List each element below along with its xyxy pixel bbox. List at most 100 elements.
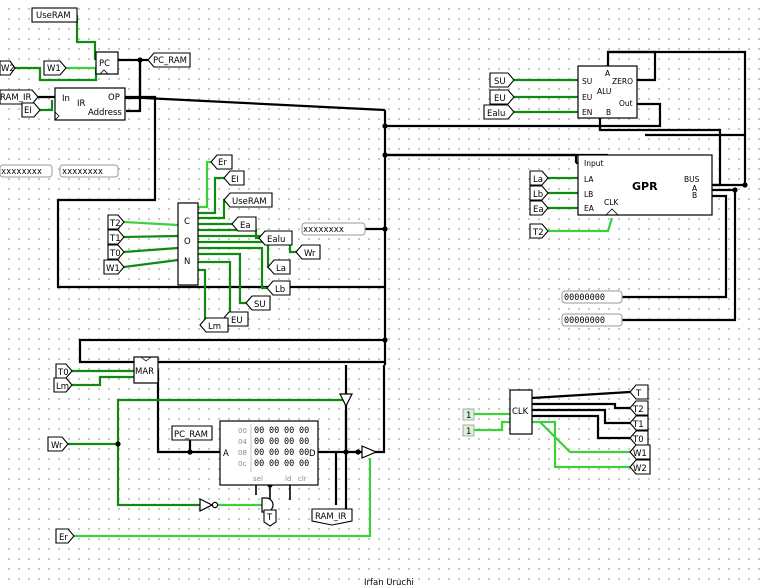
wire-junctions (115, 57, 748, 488)
tunnel-pc-ram-in[interactable]: PC_RAM (171, 425, 213, 441)
tunnel-ea-out[interactable]: Ea (231, 216, 257, 232)
svg-text:Wr: Wr (51, 441, 63, 451)
ram-cell: 00 (269, 437, 279, 447)
tunnel-la-out[interactable]: La (267, 259, 291, 275)
tunnel-t2-clk[interactable]: T2 (629, 400, 649, 416)
svg-text:UseRAM: UseRAM (232, 197, 267, 207)
tunnel-w1-con[interactable]: W1 (103, 259, 125, 275)
svg-text:Er: Er (218, 158, 227, 168)
svg-text:clr: clr (298, 475, 307, 483)
tunnel-t2-gpr[interactable]: T2 (529, 223, 549, 239)
buffer-up (339, 393, 353, 408)
tunnel-t-ram[interactable]: T (263, 509, 277, 527)
tunnel-ei-out[interactable]: EI (223, 170, 245, 186)
tunnel-ei-in[interactable]: EI (21, 102, 41, 118)
tunnel-wr-in[interactable]: Wr (47, 436, 69, 452)
ram-cell: 00 (299, 459, 309, 469)
ram-cell: 00 (254, 448, 264, 458)
svg-text:ALU: ALU (597, 87, 611, 96)
tunnel-su-out[interactable]: SU (245, 295, 271, 311)
tunnel-w2-left[interactable]: W2 (0, 60, 16, 76)
svg-text:W2: W2 (1, 64, 15, 74)
tunnel-ea-gpr[interactable]: Ea (529, 200, 549, 216)
tunnel-t1-con[interactable]: T1 (107, 229, 125, 245)
ram-address-0c: 0c (238, 460, 246, 468)
svg-text:EN: EN (582, 108, 592, 117)
svg-text:xxxxxxxx: xxxxxxxx (1, 167, 42, 177)
tunnel-w1-clk[interactable]: W1 (629, 444, 651, 460)
svg-text:O: O (184, 237, 191, 247)
tunnel-t0-clk[interactable]: T0 (629, 430, 649, 446)
tunnel-ram-ir-out[interactable]: RAM_IR (311, 508, 353, 526)
tunnel-la-gpr[interactable]: La (529, 170, 549, 186)
tunnel-t0-mar[interactable]: T0 (55, 363, 73, 379)
control-unit[interactable]: C O N (177, 202, 199, 286)
mar-register[interactable]: MAR (133, 356, 159, 384)
svg-text:Er: Er (59, 533, 68, 543)
svg-text:sel: sel (253, 475, 263, 483)
tunnel-lb-out[interactable]: Lb (266, 280, 291, 296)
svg-text:Ea: Ea (533, 205, 544, 215)
tunnel-w2-clk[interactable]: W2 (629, 459, 651, 475)
tunnel-t-clk[interactable]: T (629, 384, 649, 400)
svg-text:CLK: CLK (512, 407, 529, 417)
svg-text:PC: PC (99, 59, 110, 69)
tunnel-t2-con[interactable]: T2 (107, 214, 125, 230)
tunnel-er-in[interactable]: Er (55, 528, 75, 544)
tunnel-useram-top[interactable]: UseRAM (31, 7, 78, 23)
tunnel-lb-gpr[interactable]: Lb (529, 185, 549, 201)
not-gate (199, 498, 219, 512)
tunnel-er-out[interactable]: Er (210, 154, 233, 170)
tunnel-ealu-out[interactable]: Ealu (258, 230, 293, 246)
svg-text:W1: W1 (106, 264, 120, 274)
svg-text:La: La (533, 175, 543, 185)
svg-text:SU: SU (254, 300, 266, 310)
tunnel-w1-left[interactable]: W1 (43, 60, 67, 76)
svg-text:00000000: 00000000 (564, 293, 605, 303)
tunnel-wr-out[interactable]: Wr (295, 244, 321, 260)
svg-text:W2: W2 (633, 464, 647, 474)
svg-text:T0: T0 (632, 435, 644, 445)
tunnel-su-alu[interactable]: SU (489, 72, 515, 88)
gpr-register-file[interactable]: Input LA GPR BUS A LB B CLK EA (577, 154, 713, 216)
svg-text:Ealu: Ealu (487, 109, 505, 119)
svg-text:OP: OP (108, 93, 120, 103)
tunnel-lm-out[interactable]: Lm (199, 317, 229, 333)
svg-text:SU: SU (582, 77, 592, 86)
svg-text:SU: SU (494, 77, 506, 87)
svg-text:T: T (266, 513, 273, 523)
buffer-right (361, 445, 378, 459)
tunnel-ealu-alu[interactable]: Ealu (483, 104, 515, 120)
clock-generator[interactable]: CLK (509, 389, 533, 435)
tunnel-ram-ir-in[interactable]: RAM_IR (0, 89, 39, 105)
probe-gpr-a: 00000000 (561, 290, 623, 304)
pc-register[interactable]: PC (95, 51, 119, 75)
svg-text:00000000: 00000000 (564, 316, 605, 326)
tunnel-useram-out[interactable]: UseRAM (223, 192, 273, 208)
svg-text:T0: T0 (57, 368, 69, 378)
ram-cell: 00 (254, 459, 264, 469)
svg-text:EA: EA (584, 204, 595, 213)
ir-register[interactable]: In IR OP Address (54, 87, 126, 121)
tunnel-t1-clk[interactable]: T1 (629, 415, 649, 431)
svg-text:Address: Address (88, 108, 122, 118)
ram-cell: 00 (284, 459, 294, 469)
alu[interactable]: A SU ZERO ALU EU Out EN B (577, 65, 638, 119)
svg-text:N: N (184, 257, 190, 267)
tunnel-eu-alu[interactable]: EU (489, 89, 515, 105)
svg-text:Ea: Ea (240, 221, 251, 231)
constant-1-top[interactable]: 1 (462, 408, 475, 421)
probe-gpr-b: 00000000 (561, 313, 623, 327)
svg-text:T: T (635, 389, 642, 399)
tunnel-t0-con[interactable]: T0 (107, 244, 125, 260)
ram-cell: 00 (269, 426, 279, 436)
probe-ir-right: xxxxxxxx (59, 164, 119, 178)
author-label: Irfan Uruchi (364, 578, 414, 587)
svg-text:PC_RAM: PC_RAM (153, 56, 187, 66)
tunnel-pc-ram-out[interactable]: PC_RAM (147, 52, 191, 68)
svg-text:T2: T2 (109, 219, 121, 229)
constant-1-bottom[interactable]: 1 (462, 424, 475, 437)
tunnel-lm-mar[interactable]: Lm (53, 377, 73, 393)
